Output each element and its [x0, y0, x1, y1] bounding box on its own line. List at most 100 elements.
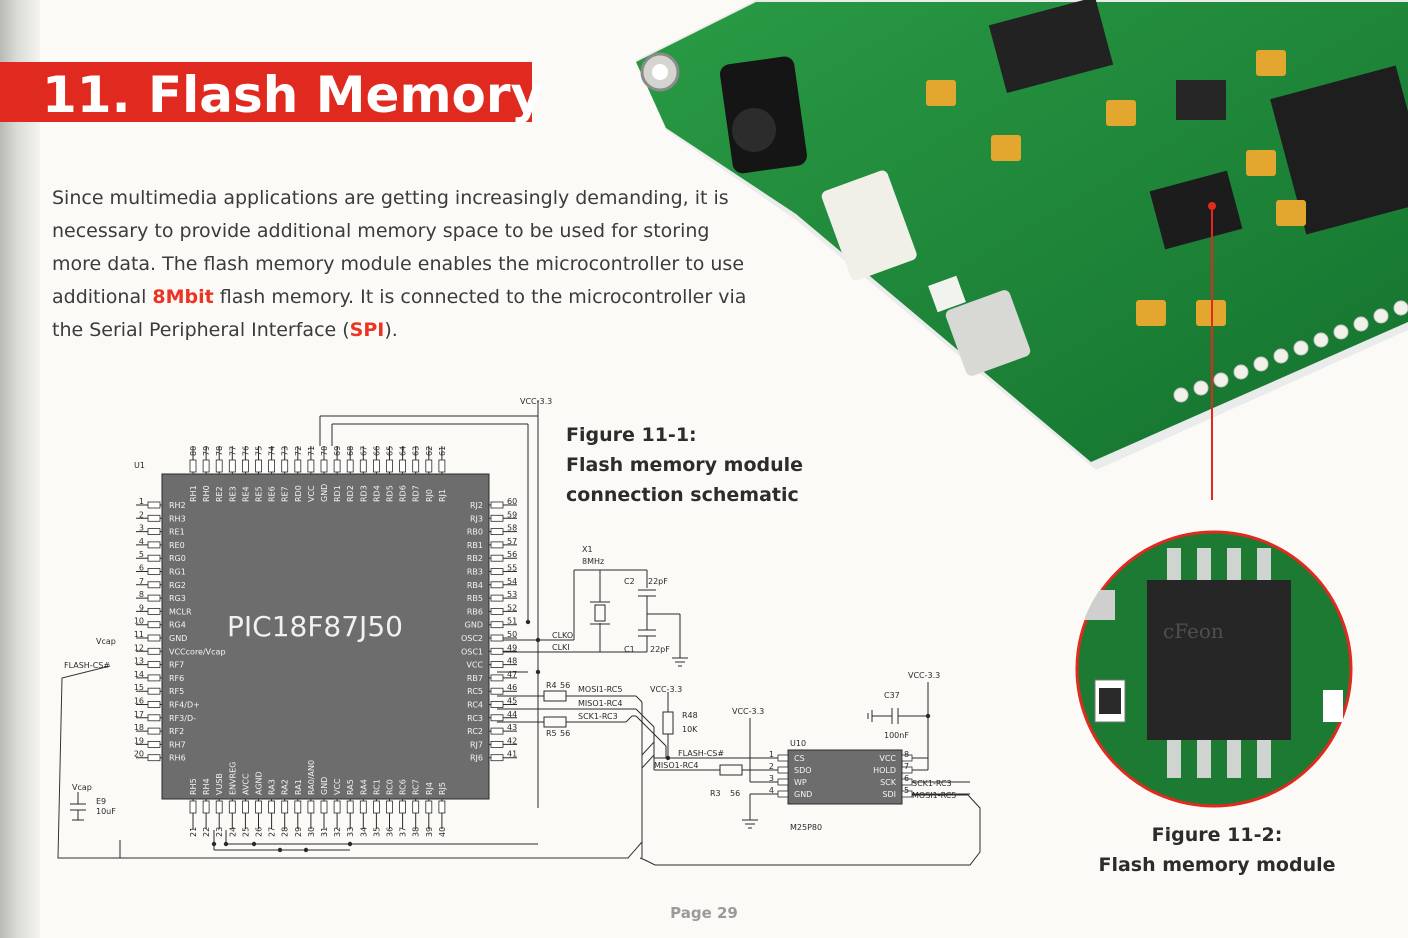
mcu-pin-name: GND — [320, 484, 329, 502]
mcu-pin-stub — [490, 727, 504, 735]
mcu-pin-stub — [255, 800, 262, 814]
mcu-pin-name: RD4 — [372, 485, 381, 502]
mcu-pin-number: 50 — [507, 630, 517, 639]
mcu-pin-name: RC0 — [386, 779, 395, 795]
u10-vcc-label: VCC-3.3 — [732, 707, 764, 716]
net-miso: MISO1-RC4 — [654, 761, 698, 770]
mcu-pin-stub — [490, 581, 504, 589]
u10-pin-name: VCC — [879, 754, 896, 763]
intro-text-1: Since multimedia applications are gettin… — [52, 187, 745, 308]
figure-1-title-line1: Flash memory module — [566, 454, 804, 476]
figure-2-caption: Figure 11-2: Flash memory module — [1086, 820, 1348, 880]
mcu-pin-number: 42 — [507, 736, 517, 745]
vcap-cap-label: Vcap — [72, 783, 92, 792]
mcu-pin-number: 20 — [134, 750, 144, 759]
intro-paragraph: Since multimedia applications are gettin… — [52, 182, 762, 347]
mcu-pin-name: RD0 — [294, 485, 303, 502]
mcu-pin-number: 57 — [507, 537, 517, 546]
mcu-pin-name: RH2 — [169, 501, 186, 510]
junction-dot — [665, 755, 671, 761]
u10-pin-name: SDI — [882, 790, 896, 799]
mcu-pin-number: 49 — [507, 643, 517, 652]
mcu-pin-stub — [241, 459, 249, 473]
mcu-pin-number: 52 — [507, 603, 517, 612]
u10-pin-number: 2 — [769, 762, 774, 771]
mcu-pin-number: 35 — [372, 827, 381, 837]
mcu-pin-number: 40 — [438, 827, 447, 837]
mcu-pin-stub — [147, 740, 161, 748]
mcu-pin-stub — [215, 800, 223, 814]
c2-value: 22pF — [648, 577, 668, 586]
mcu-pin-number: 30 — [307, 827, 316, 837]
u10-pin-name: HOLD — [873, 766, 896, 775]
mcu-pin-name: RC4 — [467, 701, 483, 710]
mcu-pin-stub — [147, 727, 161, 735]
u10-pin-name: GND — [794, 790, 812, 799]
mcu-pin-stub — [147, 568, 161, 575]
r4-value: 56 — [560, 681, 570, 690]
mcu-pin-stub — [359, 459, 367, 473]
mcu-pin-stub — [490, 541, 504, 549]
mcu-pin-name: RH0 — [202, 485, 211, 502]
junction-dot — [211, 841, 217, 847]
mcu-pin-stub — [147, 647, 161, 655]
mcu-pin-name: RJ1 — [438, 489, 447, 502]
intro-text-3: ). — [384, 319, 398, 341]
mcu-pin-stub — [147, 501, 161, 509]
u10-pin-stub — [777, 790, 789, 798]
mcu-pin-stub — [490, 514, 504, 522]
mcu-pin-stub — [202, 800, 210, 814]
mcu-pin-number: 62 — [425, 446, 434, 456]
mcu-pin-stub — [490, 754, 504, 762]
r48-value: 10K — [682, 725, 698, 734]
mcu-pin-number: 14 — [134, 670, 144, 679]
mcu-pin-stub — [147, 754, 161, 762]
u10-pin-number: 1 — [769, 750, 774, 759]
mcu-pin-name: ENVREG — [228, 762, 237, 795]
figure-2-number: Figure 11-2: — [1151, 824, 1283, 846]
mcu-pin-stub — [490, 714, 504, 722]
mcu-pin-stub — [346, 800, 354, 814]
mcu-pin-number: 60 — [507, 497, 517, 506]
c37-value: 100nF — [884, 731, 909, 740]
mcu-pin-number: 65 — [386, 446, 395, 456]
mcu-pin-stub — [228, 800, 236, 814]
u10-pin-stub — [901, 778, 913, 786]
u10-pin-name: SDO — [794, 766, 812, 775]
mcu-pin-name: RJ4 — [425, 782, 434, 795]
mcu-pin-stub — [320, 800, 328, 814]
mcu-pin-name: RA3 — [268, 779, 277, 795]
e9-ref: E9 — [96, 797, 106, 806]
mcu-pin-stub — [294, 800, 302, 814]
mcu-pin-number: 70 — [320, 446, 329, 456]
mcu-pin-name: RJ5 — [438, 782, 447, 795]
mcu-pin-stub — [228, 459, 236, 473]
mcu-pin-name: RE5 — [255, 486, 264, 502]
mcu-pin-stub — [333, 800, 341, 814]
mcu-pin-stub — [189, 800, 197, 814]
clko-label: CLKO — [552, 631, 573, 640]
junction-dot — [925, 713, 931, 719]
mcu-pin-name: RC3 — [467, 714, 483, 723]
mcu-pin-stub — [399, 800, 407, 814]
mcu-pin-number: 68 — [346, 446, 355, 456]
mcu-pin-name: RH6 — [169, 754, 186, 763]
mcu-pin-stub — [147, 621, 161, 629]
mcu-pin-name: GND — [465, 621, 483, 630]
mcu-pin-number: 11 — [134, 630, 144, 639]
mcu-pin-name: RH1 — [189, 485, 198, 502]
mcu-pin-stub — [399, 459, 407, 473]
figure-2-title: Flash memory module — [1098, 854, 1336, 876]
mcu-pin-number: 74 — [268, 446, 277, 456]
mcu-pin-name: MCLR — [169, 607, 192, 616]
mcu-pin-name: RC7 — [412, 779, 421, 795]
mcu-pin-stub — [425, 800, 433, 814]
mcu-pin-stub — [490, 528, 504, 536]
mcu-pin-number: 27 — [268, 827, 277, 837]
mcu-pin-number: 76 — [241, 446, 250, 456]
junction-dot — [525, 619, 531, 625]
mcu-pin-stub — [147, 607, 161, 615]
mcu-pin-name: GND — [169, 634, 187, 643]
mcu-pin-name: RE3 — [228, 486, 237, 502]
